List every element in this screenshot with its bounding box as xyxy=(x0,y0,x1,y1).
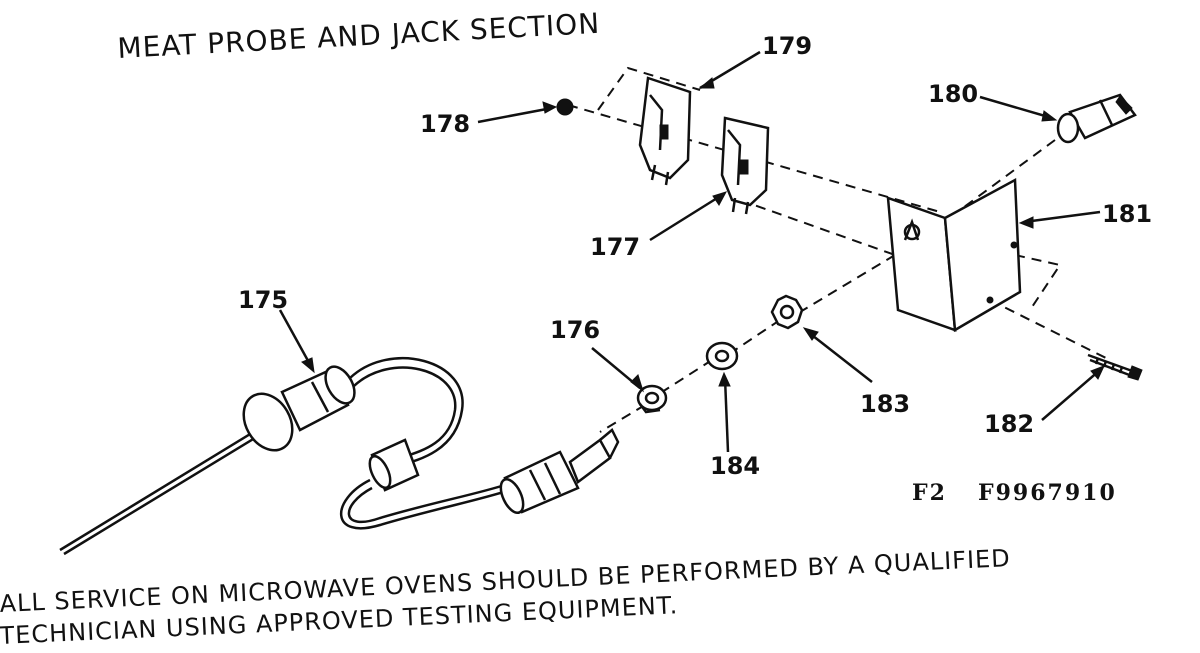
part-176-nut xyxy=(636,384,668,414)
figure-number: F9967910 xyxy=(978,480,1117,506)
part-183-lockwasher xyxy=(770,294,804,330)
label-179: 179 xyxy=(762,32,812,60)
part-180-jack xyxy=(1056,93,1137,144)
leader-arrows xyxy=(278,50,1105,453)
label-181: 181 xyxy=(1102,200,1152,228)
figure-prefix: F2 xyxy=(912,480,947,506)
part-182-screw xyxy=(1087,353,1143,381)
label-184: 184 xyxy=(710,452,760,480)
diagram-title: MEAT PROBE AND JACK SECTION xyxy=(117,7,601,65)
part-175-probe-assembly xyxy=(59,356,620,556)
label-183: 183 xyxy=(860,390,910,418)
label-176: 176 xyxy=(550,316,600,344)
part-181-bracket xyxy=(886,177,1022,333)
label-178: 178 xyxy=(420,110,470,138)
part-177-switch xyxy=(720,116,770,215)
part-184-washer xyxy=(705,341,739,371)
label-180: 180 xyxy=(928,80,978,108)
label-175: 175 xyxy=(238,286,288,314)
label-177: 177 xyxy=(590,233,640,261)
part-179-switch xyxy=(638,76,692,186)
label-182: 182 xyxy=(984,410,1034,438)
part-178-dot xyxy=(556,98,574,116)
